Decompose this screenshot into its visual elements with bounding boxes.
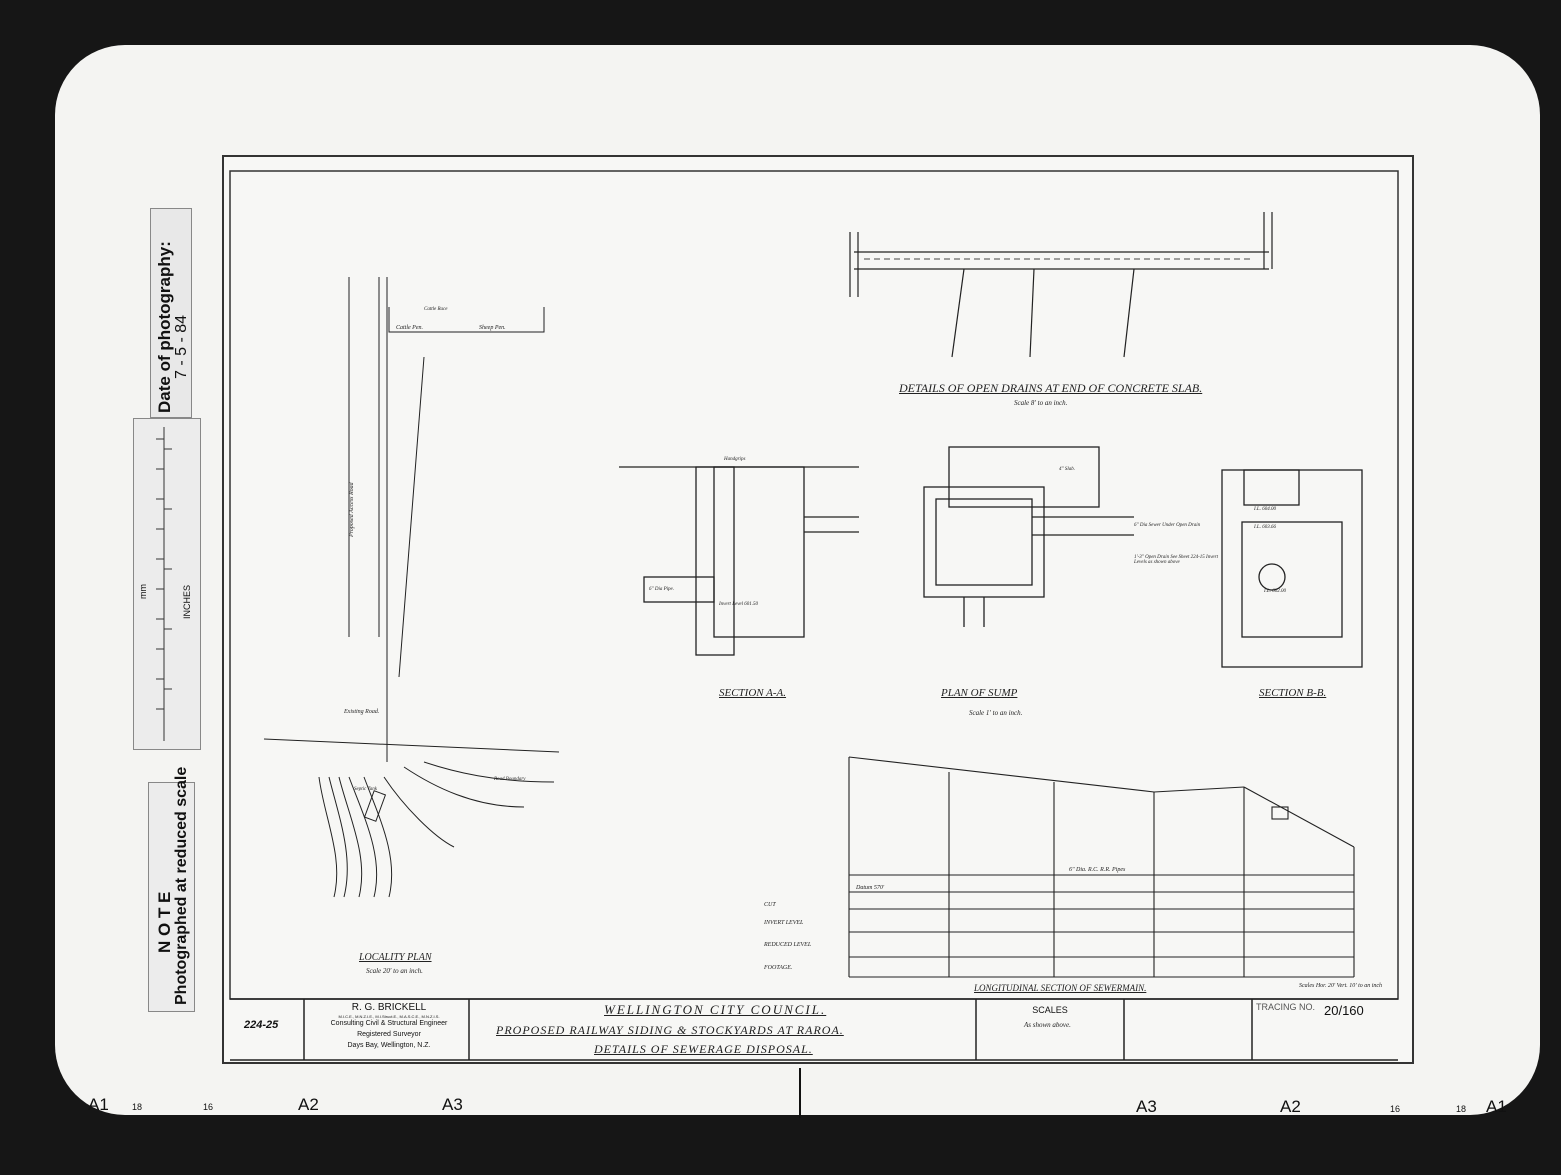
label-row-footage: FOOTAGE. bbox=[764, 965, 793, 971]
label-long-scale: Scales Hor. 20' Vert. 10' to an inch bbox=[1299, 983, 1383, 989]
scales-title: SCALES bbox=[1032, 1005, 1068, 1015]
edge-mark-a1-right: A1 bbox=[1486, 1097, 1507, 1116]
sheet-number: 224-25 bbox=[244, 1019, 279, 1031]
engineer-name: R. G. BRICKELL bbox=[351, 1002, 427, 1013]
date-label: Date of photography: bbox=[155, 241, 174, 413]
label-section-aa: SECTION A-A. bbox=[719, 687, 787, 699]
engineer-line3: Days Bay, Wellington, N.Z. bbox=[347, 1042, 431, 1049]
ruler-mm-label: mm bbox=[138, 584, 148, 599]
date-box: Date of photography: 7 - 5 - 84 bbox=[150, 208, 192, 418]
label-road-boundary: Road Boundary bbox=[494, 777, 526, 782]
label-datum: Datum 570' bbox=[856, 885, 885, 891]
label-invert-level: Invert Level 601.50 bbox=[719, 602, 759, 607]
label-access-road: Proposed Access Road bbox=[349, 482, 355, 537]
label-cattle-race: Cattle Race bbox=[424, 307, 448, 312]
tracing-value: 20/160 bbox=[1324, 1003, 1364, 1018]
label-septic-tank: Septic Tank bbox=[354, 787, 378, 792]
engineer-line2: Registered Surveyor bbox=[357, 1031, 421, 1038]
label-locality-scale: Scale 20' to an inch. bbox=[366, 967, 423, 975]
binding-line bbox=[799, 1068, 801, 1118]
date-value: 7 - 5 - 84 bbox=[173, 314, 190, 379]
label-plan-sump: PLAN OF SUMP bbox=[941, 687, 1018, 699]
engineer-quals: M.I.C.E., M.N.Z.I.E., M.I.Struct.E., M.A… bbox=[338, 1014, 440, 1019]
scale-ruler: mm INCHES bbox=[133, 418, 201, 750]
subject-title: DETAILS OF SEWERAGE DISPOSAL. bbox=[594, 1042, 813, 1056]
edge-mark-16-right: 16 bbox=[1390, 1104, 1401, 1114]
engineering-drawing: DETAILS OF OPEN DRAINS AT END OF CONCRET… bbox=[222, 155, 1414, 1064]
note-title: N O T E bbox=[155, 891, 174, 953]
label-open-drain-note: 1'-3" Open Drain See Sheet 224-15 Invert… bbox=[1134, 555, 1218, 565]
edge-mark-a2-right: A2 bbox=[1280, 1097, 1301, 1116]
label-sewer-note: 6" Dia Sewer Under Open Drain bbox=[1134, 523, 1201, 528]
edge-mark-a1-left: A1 bbox=[88, 1095, 109, 1114]
label-open-drains: DETAILS OF OPEN DRAINS AT END OF CONCRET… bbox=[899, 381, 1203, 395]
label-slab: 4" Slab. bbox=[1059, 467, 1075, 472]
ruler-inches-label: INCHES bbox=[182, 584, 192, 619]
council-title: WELLINGTON CITY COUNCIL. bbox=[604, 1002, 827, 1017]
label-existing-road: Existing Road. bbox=[344, 709, 380, 715]
label-open-drains-scale: Scale 8' to an inch. bbox=[1014, 399, 1068, 407]
engineer-line1: Consulting Civil & Structural Engineer bbox=[330, 1020, 448, 1027]
label-il-604: I.L. 604.00 bbox=[1254, 507, 1276, 512]
label-il-603: I.L. 603.66 bbox=[1254, 525, 1276, 530]
project-title: PROPOSED RAILWAY SIDING & STOCKYARDS AT … bbox=[496, 1023, 844, 1037]
scales-value: As shown above. bbox=[1024, 1021, 1071, 1029]
label-pipe-6: 6" Dia Pipe. bbox=[649, 587, 675, 592]
label-row-invert: INVERT LEVEL bbox=[764, 920, 804, 926]
edge-mark-a3-left: A3 bbox=[442, 1095, 463, 1114]
label-row-reduced: REDUCED LEVEL bbox=[764, 942, 812, 948]
label-cattle-pen: Cattle Pen. bbox=[396, 325, 423, 331]
edge-mark-18-left: 18 bbox=[132, 1102, 143, 1112]
label-il-602: I.L. 602.00 bbox=[1264, 589, 1286, 594]
label-row-cut: CUT bbox=[764, 902, 776, 908]
label-pipe: 6" Dia. R.C. R.R. Pipes bbox=[1069, 867, 1126, 873]
label-locality-plan: LOCALITY PLAN bbox=[359, 952, 432, 963]
label-section-bb: SECTION B-B. bbox=[1259, 687, 1327, 699]
edge-mark-18-right: 18 bbox=[1456, 1104, 1467, 1114]
label-handgrips: Handgrips bbox=[724, 457, 746, 462]
label-sump-scale: Scale 1' to an inch. bbox=[969, 709, 1023, 717]
edge-mark-a3-right: A3 bbox=[1136, 1097, 1157, 1116]
drawing-linework bbox=[229, 170, 1399, 1061]
note-box: N O T E Photographed at reduced scale bbox=[148, 767, 195, 1012]
note-text: Photographed at reduced scale bbox=[173, 766, 190, 1005]
label-longitudinal: LONGITUDINAL SECTION OF SEWERMAIN. bbox=[974, 983, 1147, 993]
edge-mark-a2-left: A2 bbox=[298, 1095, 319, 1114]
edge-mark-16-left: 16 bbox=[203, 1102, 214, 1112]
tracing-label: TRACING NO. bbox=[1256, 1002, 1316, 1012]
label-sheep-pen: Sheep Pen. bbox=[479, 325, 506, 331]
